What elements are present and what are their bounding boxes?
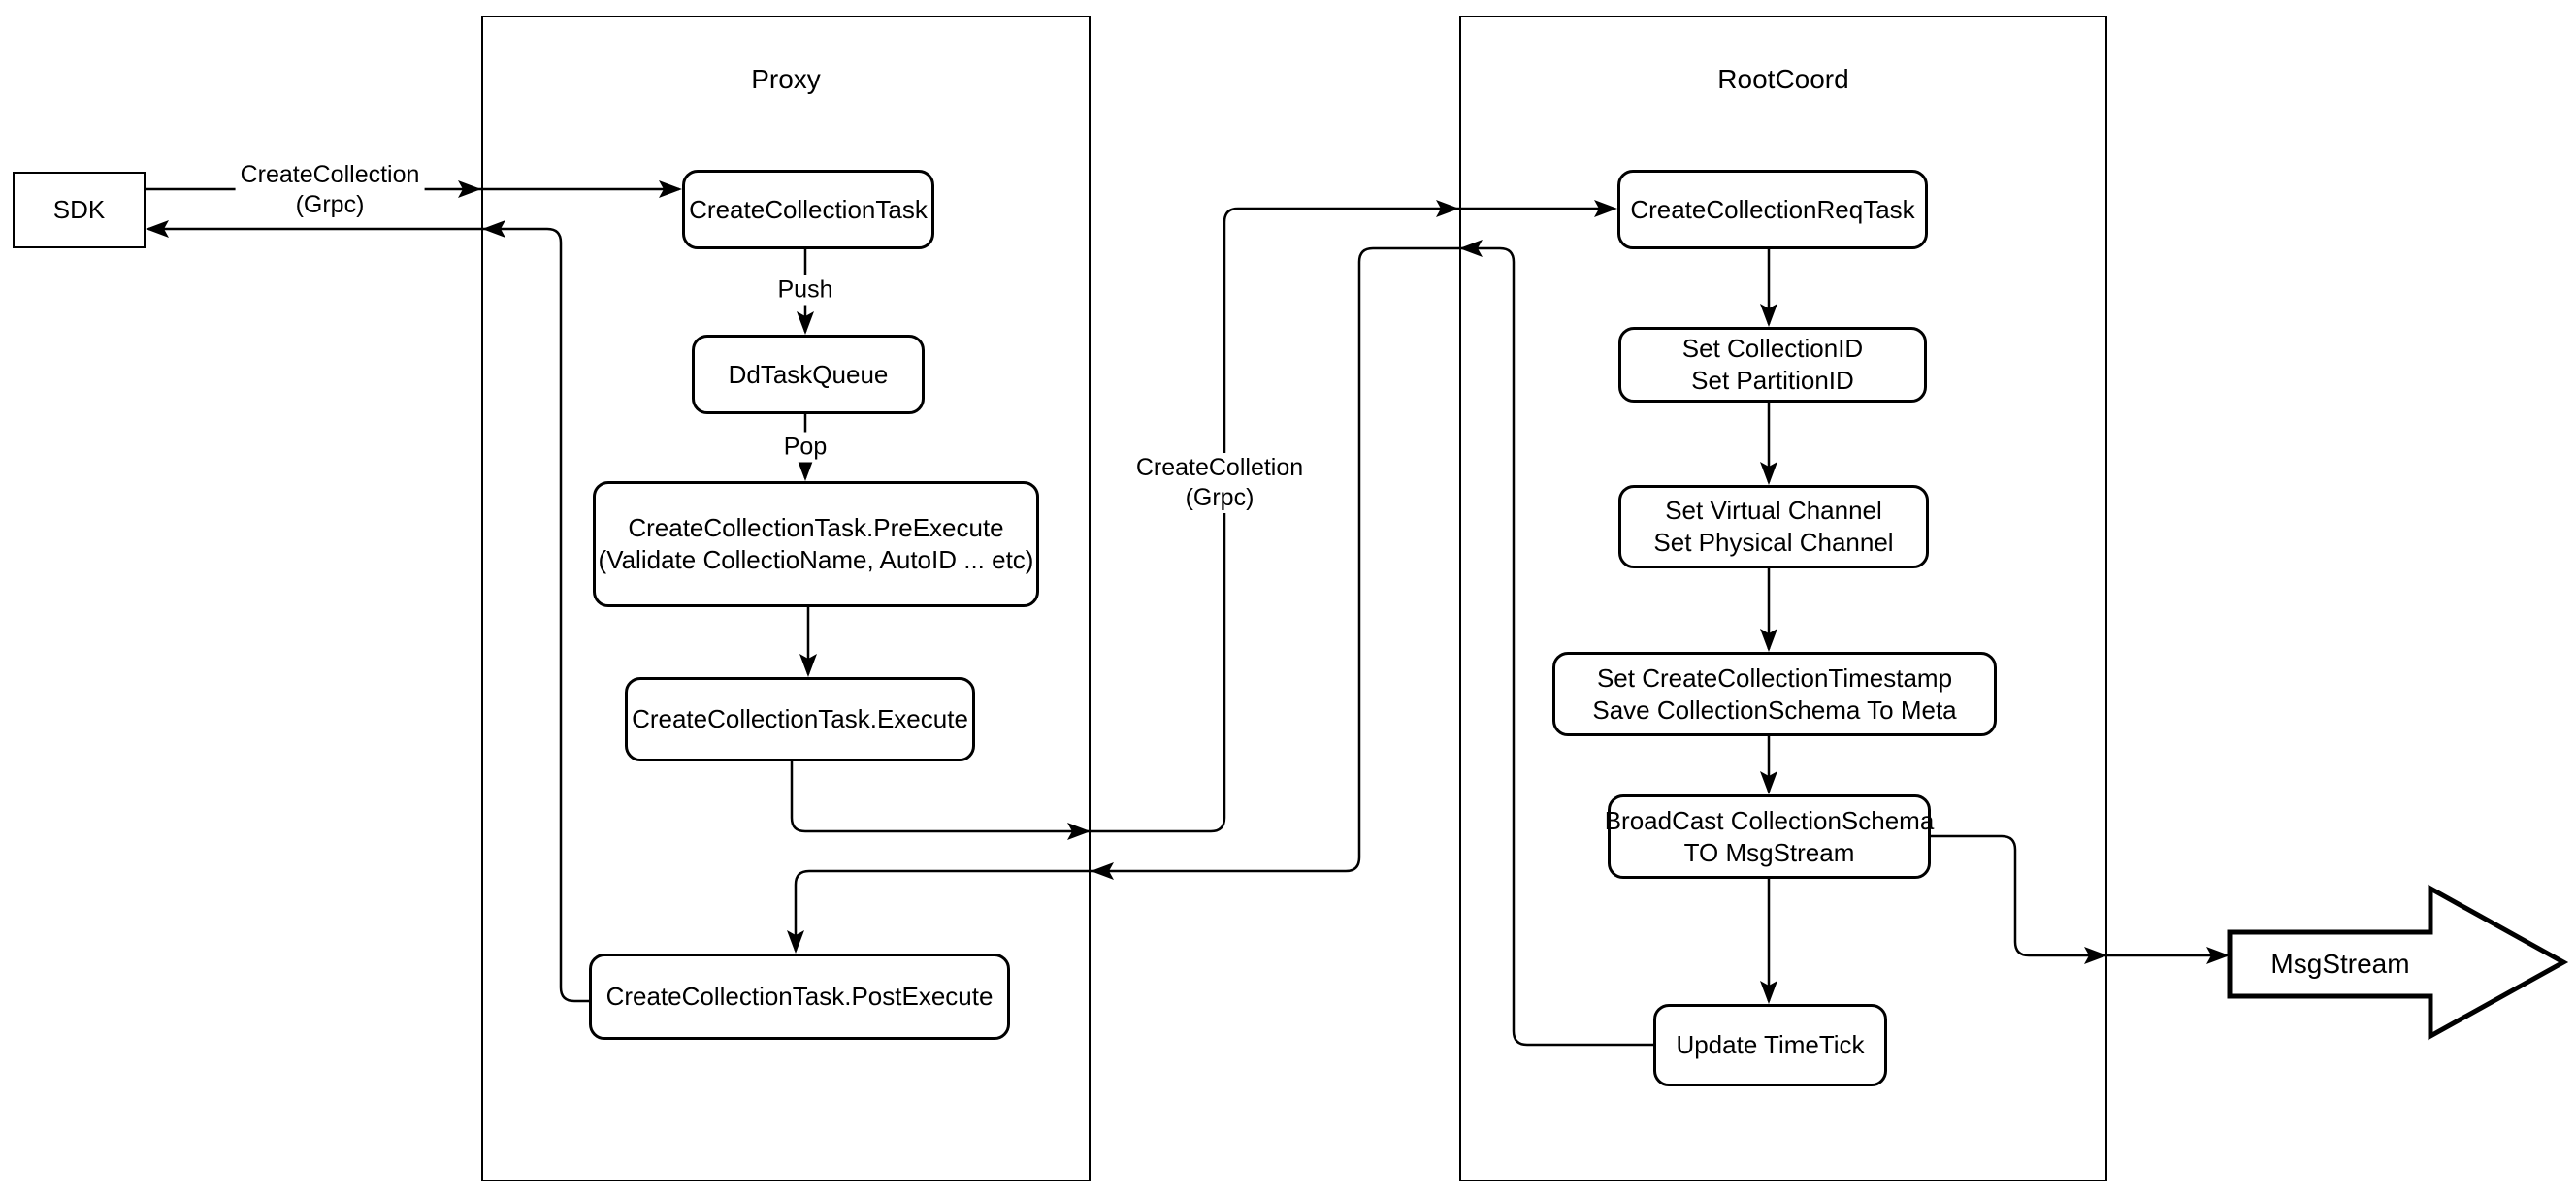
node-label: CreateCollectionTask xyxy=(689,194,928,224)
arrowhead-icon xyxy=(1760,629,1777,652)
proxy-title: Proxy xyxy=(751,64,821,94)
node-label-line2: (Validate CollectioName, AutoID ... etc) xyxy=(598,545,1034,574)
arrowhead-icon xyxy=(1760,304,1777,327)
node-broadcast: BroadCast CollectionSchema TO MsgStream xyxy=(1605,794,1934,879)
arrowhead-icon xyxy=(787,930,804,954)
arrowhead-icon xyxy=(797,311,814,335)
msgstream-label: MsgStream xyxy=(2270,949,2410,979)
node-post-execute: CreateCollectionTask.PostExecute xyxy=(589,954,1010,1040)
edge-label-line2: (Grpc) xyxy=(295,191,365,218)
node-label-line1: Set CollectionID xyxy=(1681,334,1864,363)
arrowhead-icon xyxy=(1760,771,1777,794)
edge-label-pop: Pop xyxy=(778,432,832,463)
edge-timetick-to-postexecute xyxy=(794,246,1653,1047)
rootcoord-container: RootCoord xyxy=(1459,16,2107,1181)
node-label-line2: Save CollectionSchema To Meta xyxy=(1592,695,1957,725)
edge-postexecute-to-sdk xyxy=(148,227,589,1003)
node-label-line1: BroadCast CollectionSchema xyxy=(1604,805,1935,835)
node-label-line1: Set Virtual Channel xyxy=(1665,496,1882,525)
edge-label-push: Push xyxy=(772,275,838,306)
node-label: CreateCollectionTask.Execute xyxy=(632,704,968,733)
node-label-line2: Set Physical Channel xyxy=(1653,528,1894,557)
node-label-line2: Set PartitionID xyxy=(1691,366,1854,395)
msgstream-arrow-shape xyxy=(2227,884,2569,1041)
arrowhead-icon xyxy=(458,180,481,198)
node-sdk: SDK xyxy=(13,172,146,248)
edge-broadcast-to-msgstream xyxy=(1931,834,2227,957)
arrowhead-icon xyxy=(659,180,682,198)
rootcoord-title: RootCoord xyxy=(1717,64,1849,94)
node-dd-task-queue: DdTaskQueue xyxy=(692,335,925,414)
edge-label-sdk-request: CreateCollection (Grpc) xyxy=(235,160,425,220)
node-label: CreateCollectionReqTask xyxy=(1630,194,1915,224)
edge-label-line1: CreateColletion xyxy=(1135,454,1304,481)
node-set-ids: Set CollectionID Set PartitionID xyxy=(1618,327,1927,403)
edge-execute-to-reqtask xyxy=(790,207,1614,833)
node-update-timetick: Update TimeTick xyxy=(1653,1004,1887,1086)
edge-label-line2: (Grpc) xyxy=(1185,484,1255,511)
arrowhead-icon xyxy=(1760,981,1777,1004)
arrowhead-icon xyxy=(146,220,169,238)
node-create-collection-req-task: CreateCollectionReqTask xyxy=(1617,170,1928,249)
node-label-line1: CreateCollectionTask.PreExecute xyxy=(628,513,1004,542)
arrowhead-icon xyxy=(1760,462,1777,485)
node-set-channels: Set Virtual Channel Set Physical Channel xyxy=(1618,485,1929,568)
node-label: Update TimeTick xyxy=(1676,1030,1865,1059)
node-create-collection-task: CreateCollectionTask xyxy=(682,170,934,249)
node-label-line2: TO MsgStream xyxy=(1683,837,1855,867)
edge-label-proxy-to-rootcoord: CreateColletion (Grpc) xyxy=(1130,453,1309,513)
arrowhead-icon xyxy=(2206,947,2230,964)
arrowhead-icon xyxy=(1436,200,1459,217)
arrowhead-icon xyxy=(797,458,814,481)
node-label: DdTaskQueue xyxy=(728,359,889,389)
node-label-line1: Set CreateCollectionTimestamp xyxy=(1596,663,1953,693)
node-label: CreateCollectionTask.PostExecute xyxy=(605,982,994,1011)
arrowhead-icon xyxy=(1067,823,1091,840)
node-set-timestamp: Set CreateCollectionTimestamp Save Colle… xyxy=(1552,652,1997,736)
arrowhead-icon xyxy=(799,654,817,677)
proxy-container: Proxy xyxy=(481,16,1091,1181)
node-execute: CreateCollectionTask.Execute xyxy=(625,677,975,761)
node-sdk-label: SDK xyxy=(52,195,106,224)
edge-label-line1: CreateCollection xyxy=(240,161,420,188)
arrowhead-icon xyxy=(2084,947,2107,964)
arrowhead-icon xyxy=(1091,862,1114,880)
node-pre-execute: CreateCollectionTask.PreExecute (Validat… xyxy=(593,481,1039,607)
arrowhead-icon xyxy=(482,220,505,238)
arrowhead-icon xyxy=(1594,200,1617,217)
arrowhead-icon xyxy=(1459,240,1483,257)
